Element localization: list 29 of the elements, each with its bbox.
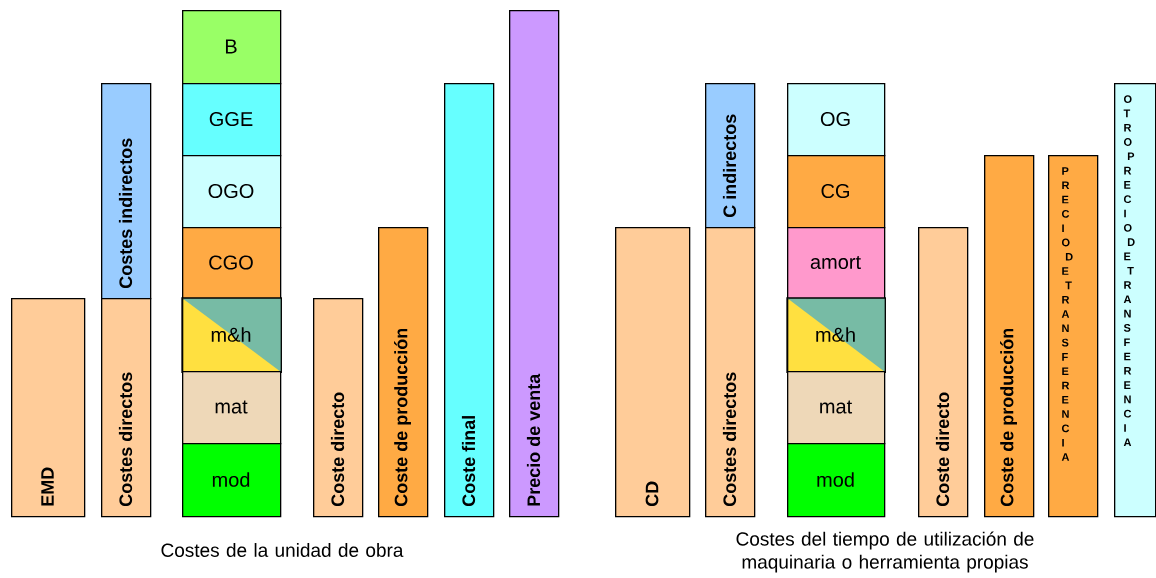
- caption: Costes del tiempo de utilización de maquinaria o herramienta propias: [736, 531, 1034, 573]
- cost-segment: CG: [787, 155, 886, 229]
- cost-segment: OGO: [182, 155, 282, 229]
- cost-bar: Coste de producción: [984, 155, 1035, 518]
- cost-segment: B: [182, 10, 282, 85]
- cost-bar: Coste directo: [918, 227, 969, 518]
- cost-segment: CGO: [182, 227, 282, 300]
- cost-bar: EMD: [11, 298, 86, 518]
- cost-segment: mat: [182, 371, 282, 445]
- caption: Costes de la unidad de obra: [161, 543, 404, 557]
- cost-segment: GGE: [182, 83, 282, 157]
- cost-bar: C indirectos: [705, 83, 756, 229]
- cost-segment: m&h: [181, 297, 282, 373]
- cost-bar: CD: [615, 227, 691, 518]
- cost-bar: OTRO PRECIO DE TRANSFERENCIA: [1114, 83, 1156, 518]
- cost-bar: Coste directo: [313, 298, 364, 518]
- cost-segment: mat: [787, 371, 886, 445]
- cost-bar: PRECIO DE TRANSFERENCIA: [1048, 155, 1099, 518]
- cost-bar: Costes directos: [705, 227, 756, 518]
- cost-bar: Coste final: [444, 83, 495, 518]
- cost-segment: amort: [787, 227, 886, 300]
- cost-bar: Costes directos: [101, 298, 152, 518]
- cost-segment: mod: [787, 443, 886, 518]
- cost-bar: Coste de producción: [378, 227, 429, 518]
- cost-bar: Precio de venta: [509, 10, 560, 518]
- cost-segment: mod: [182, 443, 282, 518]
- cost-bar: Costes indirectos: [101, 83, 152, 300]
- cost-segment: m&h: [786, 297, 886, 373]
- cost-segment: OG: [787, 83, 886, 157]
